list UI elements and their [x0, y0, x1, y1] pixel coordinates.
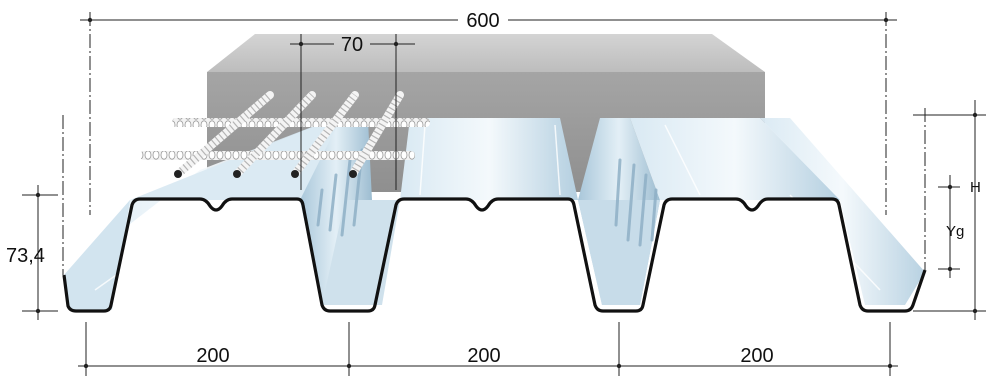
- rebar-longitudinal-lower: [140, 151, 415, 160]
- pitch-2-label: 200: [467, 345, 500, 367]
- dimension-overall-width: 600: [80, 10, 897, 215]
- rebar-transverse-1: [174, 91, 274, 178]
- dimension-rib-height: 73,4: [6, 115, 64, 320]
- dimension-pitches: 200 200 200: [78, 322, 898, 376]
- pitch-3-label: 200: [740, 345, 773, 367]
- steel-deck-sheet: [64, 118, 925, 310]
- rebar-transverse-4: [349, 91, 404, 178]
- dimension-height: H Yg: [913, 100, 986, 320]
- rebar-spacing-label: 70: [341, 34, 363, 56]
- dimension-rebar-spacing: 70: [290, 34, 415, 190]
- rebar-transverse-3: [291, 91, 359, 178]
- concrete-top-face: [207, 34, 765, 72]
- centroid-label: Yg: [946, 223, 964, 240]
- deck-profile-outline: [62, 197, 927, 313]
- pitch-1-label: 200: [196, 345, 229, 367]
- height-label: H: [970, 179, 981, 196]
- rebar-transverse-2: [233, 91, 316, 178]
- rib-height-label: 73,4: [6, 245, 45, 267]
- overall-width-label: 600: [466, 10, 499, 32]
